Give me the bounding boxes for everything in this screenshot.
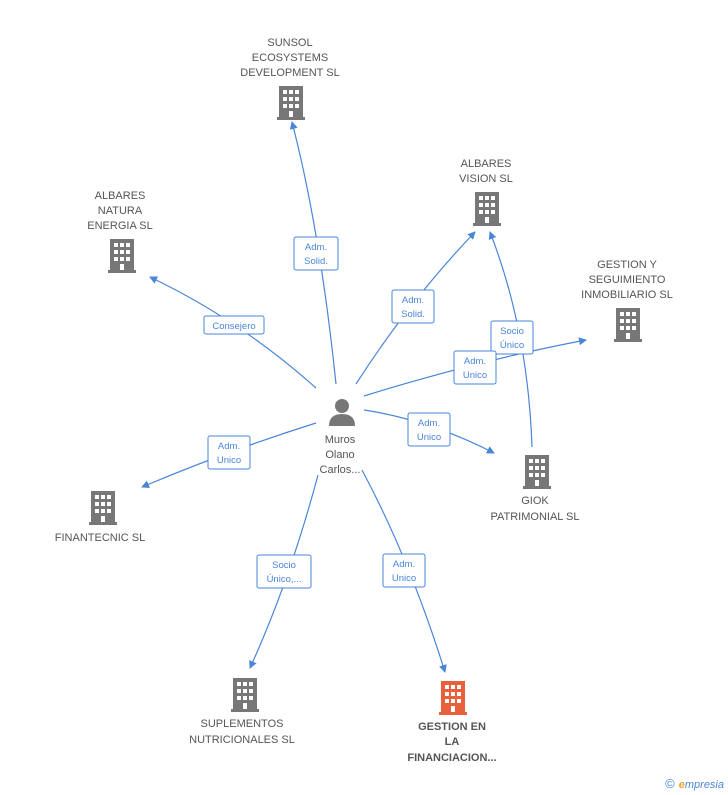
- company-node-giok[interactable]: GIOK PATRIMONIAL SL: [490, 455, 580, 523]
- edge-label-line: Adm.: [402, 295, 424, 306]
- edge-label-albares-vision[interactable]: Adm. Solid.: [391, 289, 435, 324]
- node-label-line: SUNSOL: [267, 37, 312, 49]
- node-label-line: NUTRICIONALES SL: [189, 734, 295, 746]
- building-icon: [277, 86, 305, 120]
- brand-initial: e: [678, 779, 685, 791]
- company-node-finantecnic[interactable]: FINANTECNIC SL: [55, 491, 145, 544]
- building-icon: [614, 308, 642, 342]
- node-label-line: VISION SL: [459, 173, 513, 185]
- brand-rest: mpresia: [684, 779, 724, 791]
- node-label-line: LA: [445, 736, 460, 748]
- edge-label-gestion-seguimiento[interactable]: Adm. Unico: [453, 350, 497, 385]
- node-label-line: DEVELOPMENT SL: [240, 67, 339, 79]
- edge-label-sunsol[interactable]: Adm. Solid.: [293, 236, 339, 271]
- building-icon: [231, 678, 259, 712]
- node-label-line: ALBARES: [95, 190, 146, 202]
- node-label-line: FINANCIACION...: [407, 752, 496, 764]
- edge-label-giok-vision[interactable]: Socio Único: [490, 320, 534, 355]
- building-icon: [523, 455, 551, 489]
- node-label-line: ENERGIA SL: [87, 220, 152, 232]
- edge-label-line: Adm.: [393, 559, 415, 570]
- edge-label-finantecnic[interactable]: Adm. Unico: [207, 435, 251, 470]
- node-label-line: GIOK: [521, 495, 549, 507]
- building-icon: [89, 491, 117, 525]
- copyright-icon: ©: [665, 776, 675, 791]
- node-label-line: PATRIMONIAL SL: [490, 511, 579, 523]
- building-icon: [473, 192, 501, 226]
- company-node-suplementos[interactable]: SUPLEMENTOS NUTRICIONALES SL: [189, 678, 295, 746]
- edges: [141, 121, 587, 673]
- empresia-logo[interactable]: ©empresia: [665, 776, 724, 791]
- edge-label-line: Solid.: [304, 256, 328, 267]
- edge-label-line: Adm.: [305, 242, 327, 253]
- company-node-albares-natura[interactable]: ALBARES NATURA ENERGIA SL: [87, 190, 153, 273]
- edge-label-line: Único: [500, 340, 524, 351]
- edge-label-line: Adm.: [418, 418, 440, 429]
- company-node-gestion-seguimiento[interactable]: GESTION Y SEGUIMIENTO INMOBILIARIO SL: [581, 259, 673, 342]
- edge-label-albares-natura[interactable]: Consejero: [203, 315, 265, 335]
- node-label-line: SUPLEMENTOS: [201, 718, 284, 730]
- person-label-line: Olano: [325, 449, 354, 461]
- edge-label-suplementos[interactable]: Socio Único,...: [256, 554, 312, 589]
- edge-label-giok[interactable]: Adm. Unico: [407, 412, 451, 447]
- node-label-line: INMOBILIARIO SL: [581, 289, 673, 301]
- edge-label-line: Socio: [500, 326, 524, 337]
- edge-label-line: Socio: [272, 560, 296, 571]
- brand-name: empresia: [679, 779, 724, 791]
- person-label-line: Muros: [325, 434, 356, 446]
- edge-label-line: Unico: [392, 573, 416, 584]
- edge-label-line: Solid.: [401, 309, 425, 320]
- person-label-line: Carlos...: [320, 464, 361, 476]
- edge-label-line: Adm.: [218, 441, 240, 452]
- node-label-line: FINANTECNIC SL: [55, 532, 145, 544]
- node-label-line: ALBARES: [461, 158, 512, 170]
- node-label-line: ECOSYSTEMS: [252, 52, 328, 64]
- edge-label-line: Único,...: [267, 574, 302, 585]
- edge-label-gestion-financiacion[interactable]: Adm. Unico: [382, 553, 426, 588]
- edge-label-line: Unico: [463, 370, 487, 381]
- building-icon: [108, 239, 136, 273]
- person-icon: [329, 399, 355, 426]
- node-label-line: GESTION EN: [418, 721, 486, 733]
- company-node-gestion-financiacion[interactable]: GESTION EN LA FINANCIACION...: [407, 681, 497, 764]
- company-node-sunsol[interactable]: SUNSOL ECOSYSTEMS DEVELOPMENT SL: [240, 37, 340, 120]
- company-node-albares-vision[interactable]: ALBARES VISION SL: [459, 158, 513, 226]
- edge-label-line: Unico: [217, 455, 241, 466]
- edge-label-line: Consejero: [212, 321, 255, 332]
- edge-labels: Adm. Solid. Consejero Adm. Solid. Socio …: [203, 236, 534, 589]
- edge-label-line: Unico: [417, 432, 441, 443]
- edge-label-line: Adm.: [464, 356, 486, 367]
- node-label-line: NATURA: [98, 205, 143, 217]
- person-node[interactable]: Muros Olano Carlos...: [320, 399, 361, 476]
- building-icon: [439, 681, 467, 715]
- node-label-line: SEGUIMIENTO: [589, 274, 666, 286]
- node-label-line: GESTION Y: [597, 259, 657, 271]
